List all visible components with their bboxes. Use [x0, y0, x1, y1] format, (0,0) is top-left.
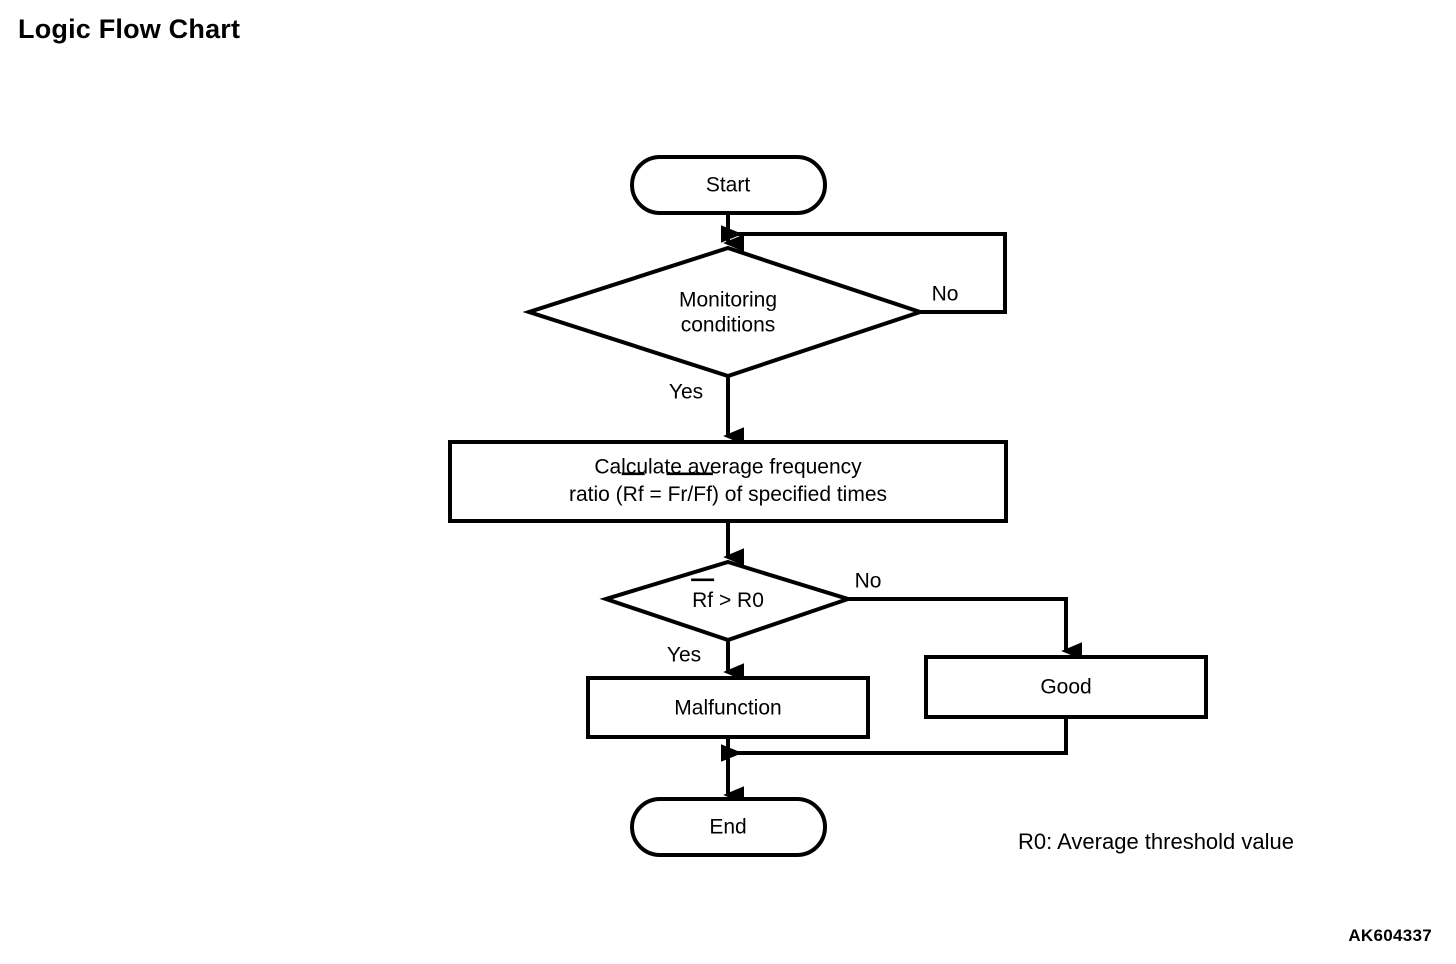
- node-monitoring-label-line2: conditions: [681, 314, 776, 337]
- node-end-label: End: [709, 816, 746, 839]
- node-compare-rf-r0[interactable]: Rf > R0: [599, 559, 855, 643]
- node-good[interactable]: Good: [924, 655, 1208, 719]
- node-calculate-label-line1: Calculate average frequency: [594, 456, 862, 479]
- edge-label-compare-yes: Yes: [667, 644, 701, 667]
- edge-label-compare-no: No: [855, 570, 882, 593]
- calc-line2-pre: ratio (: [569, 483, 623, 506]
- compare-label-rf: Rf: [692, 589, 713, 612]
- edge-good-to-end: [721, 717, 1068, 762]
- chart-reference-code: AK604337: [1348, 926, 1432, 945]
- calc-line2-post: ) of specified times: [712, 483, 887, 506]
- edge-compare-to-good: [848, 597, 1082, 660]
- calc-line2-mid: =: [644, 483, 668, 506]
- svg-text:ratio (Rf = Fr/Ff) of specifie: ratio (Rf = Fr/Ff) of specified times: [569, 483, 887, 506]
- node-calculate-label-line2: ratio (Rf = Fr/Ff) of specified times: [569, 472, 887, 506]
- node-malfunction[interactable]: Malfunction: [586, 676, 870, 739]
- edge-label-monitoring-no: No: [932, 283, 959, 306]
- svg-text:Rf > R0: Rf > R0: [692, 589, 764, 612]
- node-start[interactable]: Start: [630, 155, 827, 215]
- node-good-label: Good: [1040, 676, 1091, 699]
- node-malfunction-label: Malfunction: [674, 697, 781, 720]
- edge-label-monitoring-yes: Yes: [669, 381, 703, 404]
- calc-line2-rf: Rf: [623, 483, 644, 506]
- legend-threshold-note: R0: Average threshold value: [1018, 829, 1294, 854]
- node-monitoring-label-line1: Monitoring: [679, 289, 777, 312]
- calc-line2-frff: Fr/Ff: [668, 483, 712, 506]
- node-end[interactable]: End: [630, 797, 827, 857]
- edge-monitoring-no-loop: [721, 225, 1007, 314]
- node-monitoring-conditions[interactable]: Monitoring conditions: [522, 245, 927, 379]
- node-start-label: Start: [706, 174, 751, 197]
- compare-label-rest: > R0: [713, 589, 764, 612]
- page-title: Logic Flow Chart: [18, 14, 241, 44]
- node-calculate-average-frequency[interactable]: Calculate average frequency ratio (Rf = …: [448, 440, 1008, 523]
